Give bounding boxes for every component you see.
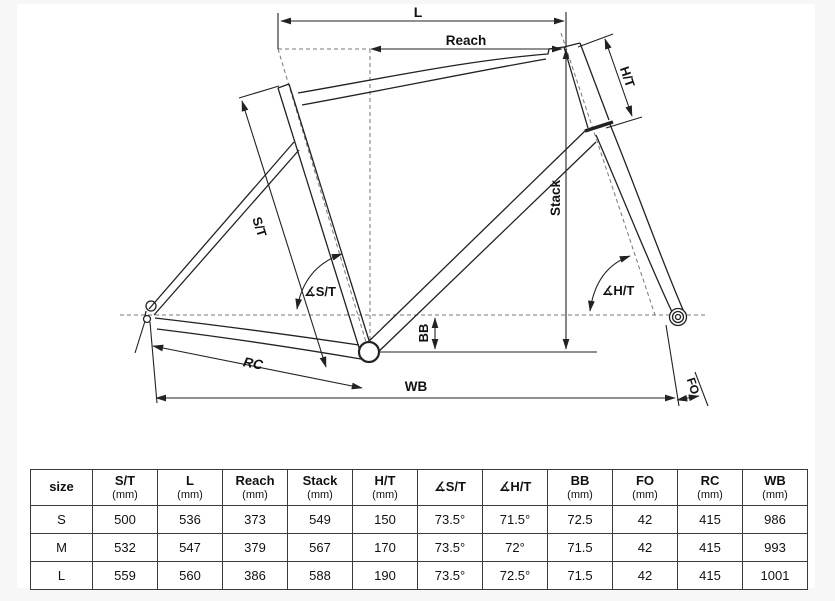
bottom-bracket	[357, 340, 381, 364]
table-cell: 532	[92, 533, 158, 562]
fo-line-axle	[694, 371, 709, 407]
seat-stay	[148, 141, 300, 316]
label-wheelbase: WB	[405, 379, 428, 394]
table-cell: 588	[287, 561, 353, 590]
rc-extension-left	[134, 320, 146, 354]
label-bb-drop: BB	[416, 324, 431, 343]
table-cell: L	[30, 561, 93, 590]
table-cell: 560	[157, 561, 223, 590]
table-cell: 373	[222, 505, 288, 534]
dim-seat-tube	[241, 100, 327, 368]
table-cell: 567	[287, 533, 353, 562]
table-cell: 547	[157, 533, 223, 562]
table-cell: 415	[677, 561, 743, 590]
col-header-ht: H/T(mm)	[352, 469, 418, 506]
dim-fork-offset	[676, 394, 700, 402]
table-cell: 150	[352, 505, 418, 534]
table-cell: 536	[157, 505, 223, 534]
col-header-rc: RC(mm)	[677, 469, 743, 506]
table-cell: 72°	[482, 533, 548, 562]
steering-axis	[560, 32, 656, 316]
table-cell: 71.5	[547, 533, 613, 562]
table-cell: 73.5°	[417, 505, 483, 534]
table-cell: 72.5	[547, 505, 613, 534]
label-fork-offset: FO	[684, 376, 702, 396]
table-cell: 72.5°	[482, 561, 548, 590]
table-cell: 1001	[742, 561, 808, 590]
col-header-ht-angle: ∡H/T	[482, 469, 548, 506]
table-header-row: size S/T(mm) L(mm) Reach(mm) Stack(mm) H…	[30, 469, 808, 506]
seat-tube	[277, 83, 373, 355]
dim-rear-center	[152, 344, 363, 390]
table-cell: 415	[677, 533, 743, 562]
label-head-tube: H/T	[617, 64, 638, 89]
table-row-size-s: S 500 536 373 549 150 73.5° 71.5° 72.5 4…	[30, 505, 808, 534]
table-cell: 42	[612, 505, 678, 534]
table-row-size-l: L 559 560 386 588 190 73.5° 72.5° 71.5 4…	[30, 561, 808, 590]
label-rear-center: RC	[242, 354, 264, 372]
arc-seat-angle	[295, 253, 343, 310]
rear-dropout	[142, 300, 157, 324]
label-seat-tube: S/T	[249, 215, 270, 239]
label-stack: Stack	[548, 179, 563, 216]
col-header-fo: FO(mm)	[612, 469, 678, 506]
col-header-stack: Stack(mm)	[287, 469, 353, 506]
table-cell: 73.5°	[417, 533, 483, 562]
table-cell: 71.5°	[482, 505, 548, 534]
col-header-wb: WB(mm)	[742, 469, 808, 506]
table-cell: 71.5	[547, 561, 613, 590]
label-reach: Reach	[446, 33, 487, 48]
table-cell: 379	[222, 533, 288, 562]
label-seat-angle: ∡S/T	[304, 284, 336, 299]
table-cell: 42	[612, 561, 678, 590]
col-header-reach: Reach(mm)	[222, 469, 288, 506]
table-cell: S	[30, 505, 93, 534]
st-top-tick	[238, 85, 280, 99]
dim-head-tube	[604, 38, 633, 117]
table-cell: 415	[677, 505, 743, 534]
col-header-l: L(mm)	[157, 469, 223, 506]
ht-bottom-tick	[605, 116, 643, 129]
wb-extension-left	[149, 321, 158, 404]
table-cell: 993	[742, 533, 808, 562]
table-cell: M	[30, 533, 93, 562]
label-head-angle: ∡H/T	[602, 283, 635, 298]
table-row-size-m: M 532 547 379 567 170 73.5° 72° 71.5 42 …	[30, 533, 808, 562]
head-tube	[563, 42, 614, 133]
geometry-diagram: L Reach H/T Stack S/T ∡S/T ∡H/T BB RC WB…	[120, 4, 709, 407]
col-header-st-angle: ∡S/T	[417, 469, 483, 506]
table-cell: 549	[287, 505, 353, 534]
label-top-tube-l: L	[414, 4, 423, 20]
table-cell: 559	[92, 561, 158, 590]
col-header-st: S/T(mm)	[92, 469, 158, 506]
table-cell: 190	[352, 561, 418, 590]
down-tube	[363, 129, 597, 358]
col-header-size: size	[30, 469, 93, 506]
fork	[595, 121, 685, 315]
top-tube	[297, 46, 565, 106]
table-cell: 170	[352, 533, 418, 562]
geometry-table: size S/T(mm) L(mm) Reach(mm) Stack(mm) H…	[30, 469, 808, 590]
fo-line-axis	[665, 324, 680, 407]
ht-top-tick	[577, 33, 614, 48]
arc-head-angle	[588, 255, 631, 312]
table-cell: 500	[92, 505, 158, 534]
front-dropout	[668, 307, 688, 327]
chain-stay	[154, 317, 362, 360]
table-cell: 42	[612, 533, 678, 562]
table-cell: 73.5°	[417, 561, 483, 590]
table-cell: 986	[742, 505, 808, 534]
col-header-bb: BB(mm)	[547, 469, 613, 506]
table-cell: 386	[222, 561, 288, 590]
